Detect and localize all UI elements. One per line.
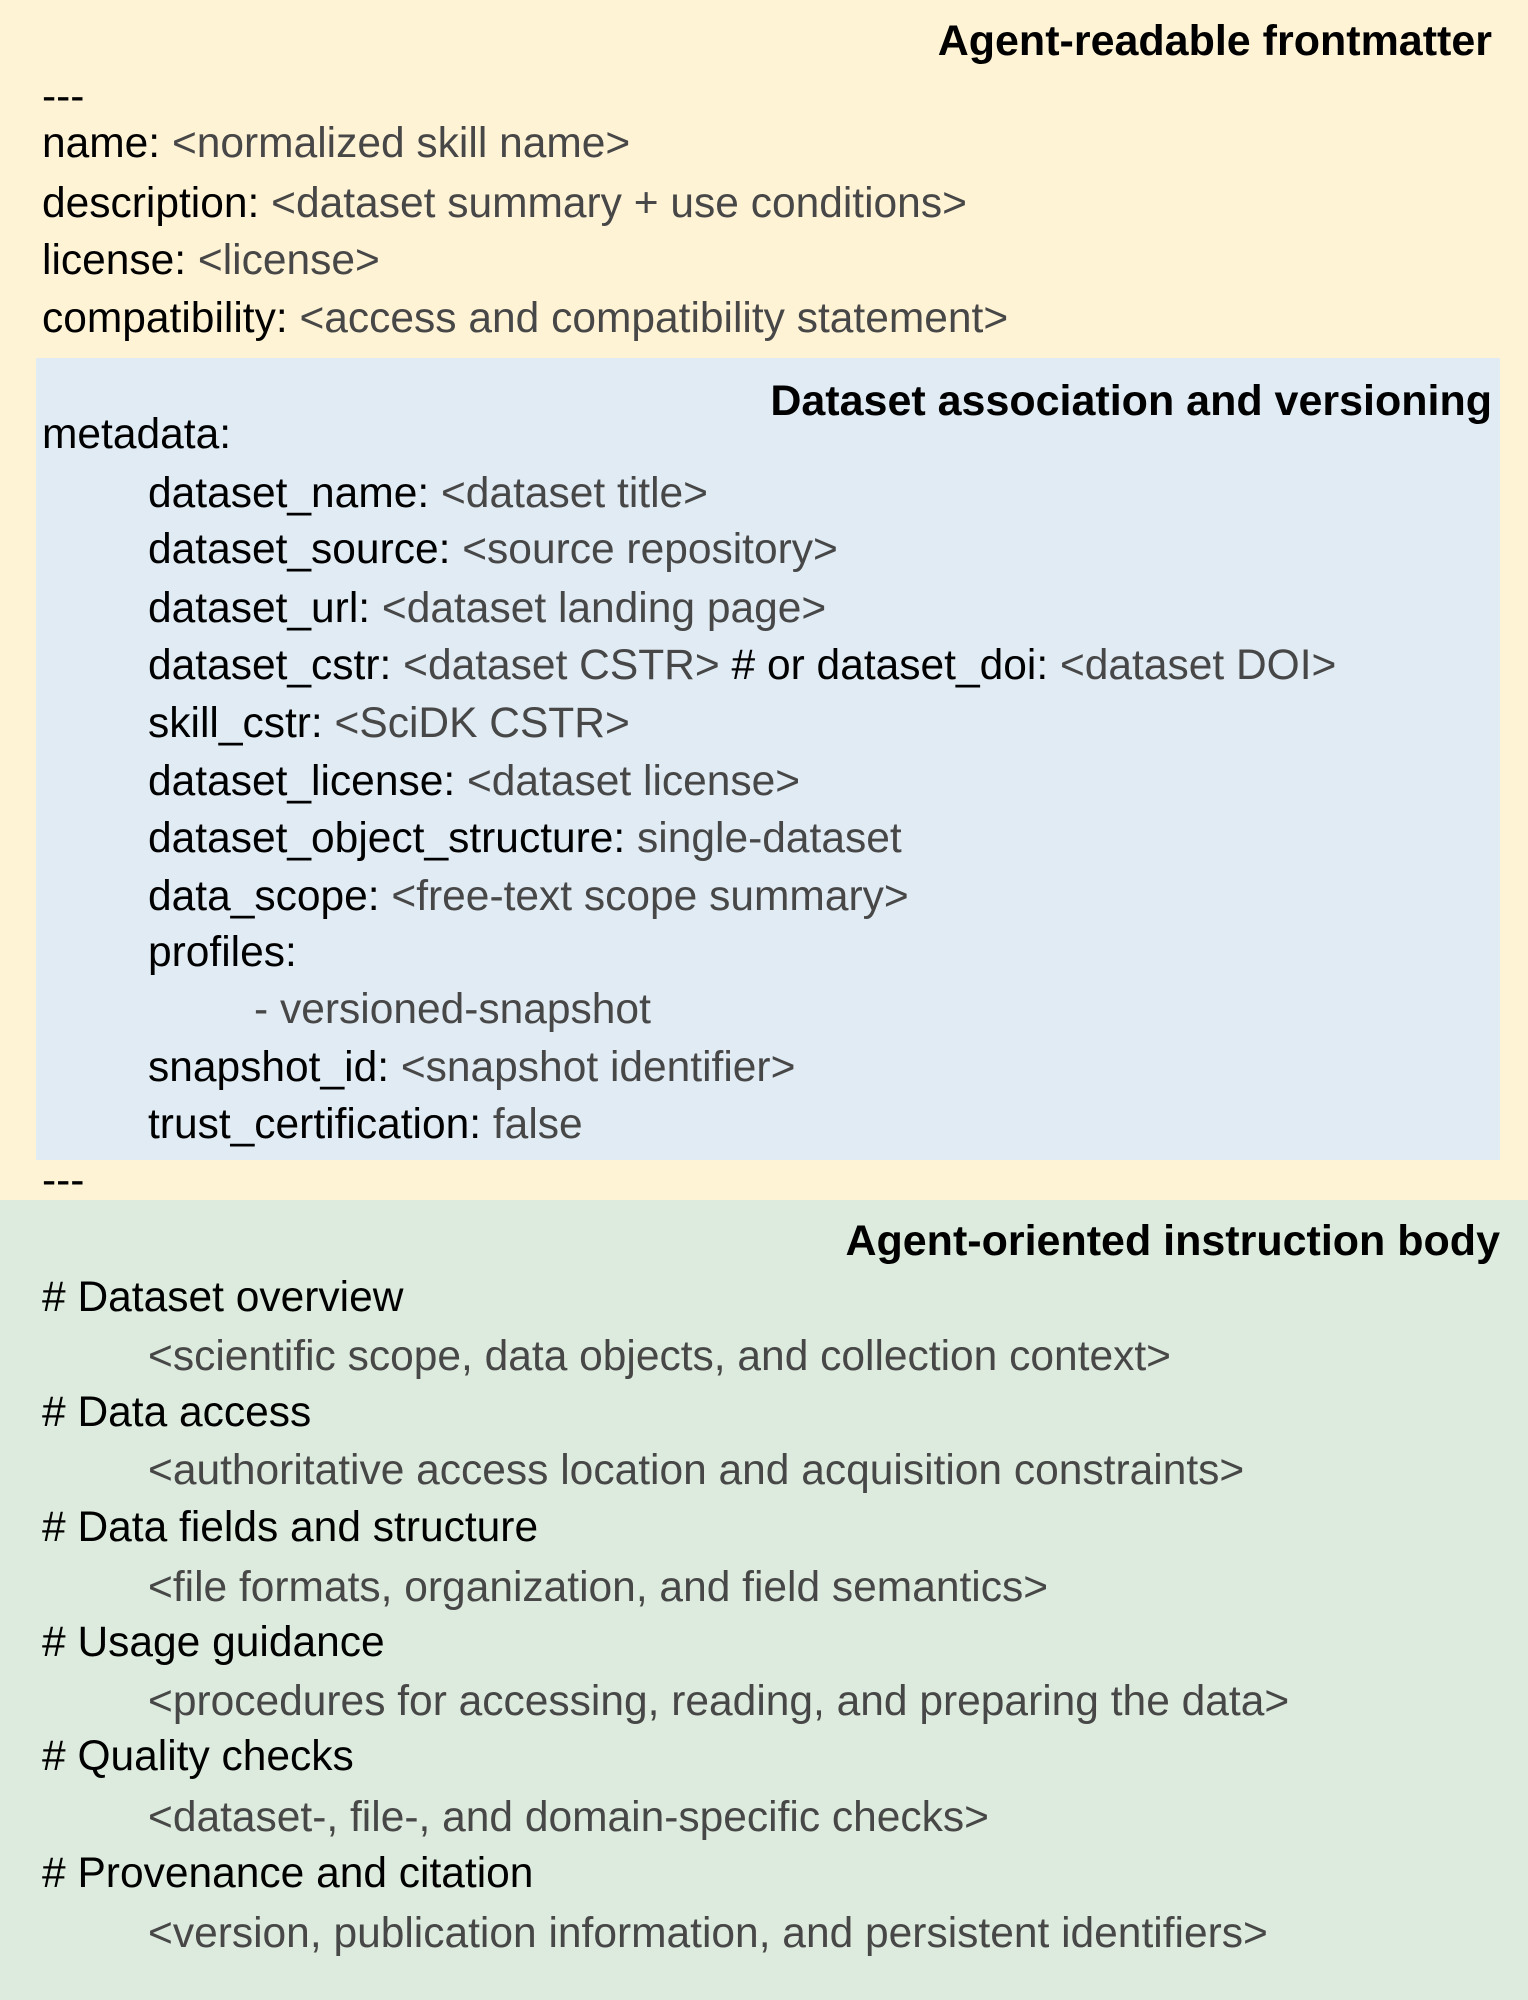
field-key: snapshot_id: — [148, 1044, 390, 1091]
field-key: dataset_license: — [148, 758, 456, 805]
section-content: <file formats, organization, and field s… — [148, 1564, 1049, 1611]
field-skill-cstr: skill_cstr: <SciDK CSTR> — [148, 700, 630, 747]
section-title: # Data access — [42, 1389, 312, 1436]
field-dataset-object-structure: dataset_object_structure: single-dataset — [148, 815, 902, 862]
frontmatter-heading: Agent-readable frontmatter — [937, 17, 1492, 65]
field-value: <license> — [197, 237, 380, 284]
field-value: <dataset summary + use conditions> — [271, 180, 967, 227]
field-value: <dataset license> — [466, 758, 801, 805]
field-dataset-url: dataset_url: <dataset landing page> — [148, 585, 827, 632]
instruction-body-heading: Agent-oriented instruction body — [845, 1217, 1500, 1265]
field-key: skill_cstr: — [148, 700, 323, 747]
field-value: <dataset landing page> — [381, 585, 827, 632]
metadata-box — [36, 358, 1500, 1160]
field-description: description: <dataset summary + use cond… — [42, 180, 967, 227]
section-content: <version, publication information, and p… — [148, 1910, 1268, 1957]
section-title: # Data fields and structure — [42, 1504, 539, 1551]
field-key: license: — [42, 237, 187, 284]
section-title: # Quality checks — [42, 1733, 354, 1780]
metadata-key: metadata: — [42, 411, 232, 458]
field-value: false — [492, 1101, 583, 1148]
field-value: <dataset CSTR> — [403, 642, 720, 689]
field-key: data_scope: — [148, 873, 380, 920]
field-compatibility: compatibility: <access and compatibility… — [42, 295, 1009, 342]
instruction-body-panel: Agent-oriented instruction body # Datase… — [0, 1200, 1528, 2000]
field-profiles: profiles: — [148, 929, 297, 976]
field-dataset-license: dataset_license: <dataset license> — [148, 758, 801, 805]
comment-value: <dataset DOI> — [1059, 642, 1337, 689]
field-dataset-name: dataset_name: <dataset title> — [148, 470, 708, 517]
field-value: single-dataset — [637, 815, 902, 862]
section-content: <procedures for accessing, reading, and … — [148, 1678, 1290, 1725]
field-name: name: <normalized skill name> — [42, 120, 631, 167]
section-content: <authoritative access location and acqui… — [148, 1447, 1245, 1494]
field-key: dataset_url: — [148, 585, 371, 632]
section-title: # Usage guidance — [42, 1619, 385, 1666]
field-snapshot-id: snapshot_id: <snapshot identifier> — [148, 1044, 796, 1091]
field-key: dataset_name: — [148, 470, 430, 517]
field-key: profiles: — [148, 929, 297, 976]
field-license: license: <license> — [42, 237, 380, 284]
field-key: dataset_source: — [148, 526, 451, 573]
field-value: <SciDK CSTR> — [334, 700, 630, 747]
field-key: description: — [42, 180, 260, 227]
field-value: <source repository> — [462, 526, 838, 573]
field-value: <normalized skill name> — [171, 120, 631, 167]
section-title: # Dataset overview — [42, 1274, 404, 1321]
field-key: dataset_object_structure: — [148, 815, 626, 862]
field-key: name: — [42, 120, 161, 167]
field-dataset-cstr: dataset_cstr: <dataset CSTR> # or datase… — [148, 642, 1337, 689]
field-value: <dataset title> — [440, 470, 708, 517]
field-dataset-source: dataset_source: <source repository> — [148, 526, 838, 573]
field-trust-certification: trust_certification: false — [148, 1101, 583, 1148]
field-key: compatibility: — [42, 295, 288, 342]
field-key: dataset_cstr: — [148, 642, 392, 689]
profile-item: - versioned-snapshot — [254, 986, 651, 1033]
field-value: <free-text scope summary> — [391, 873, 909, 920]
field-key: trust_certification: — [148, 1101, 482, 1148]
field-value: <access and compatibility statement> — [299, 295, 1009, 342]
profile-value: - versioned-snapshot — [254, 986, 651, 1033]
field-data-scope: data_scope: <free-text scope summary> — [148, 873, 909, 920]
section-content: <scientific scope, data objects, and col… — [148, 1333, 1171, 1380]
frontmatter-open-delimiter: --- — [42, 73, 85, 120]
field-value: <snapshot identifier> — [400, 1044, 796, 1091]
section-title: # Provenance and citation — [42, 1850, 534, 1897]
metadata-heading: Dataset association and versioning — [770, 377, 1492, 425]
frontmatter-close-delimiter: --- — [42, 1157, 85, 1204]
section-content: <dataset-, file-, and domain-specific ch… — [148, 1794, 989, 1841]
comment-key: # or dataset_doi: — [731, 642, 1049, 689]
